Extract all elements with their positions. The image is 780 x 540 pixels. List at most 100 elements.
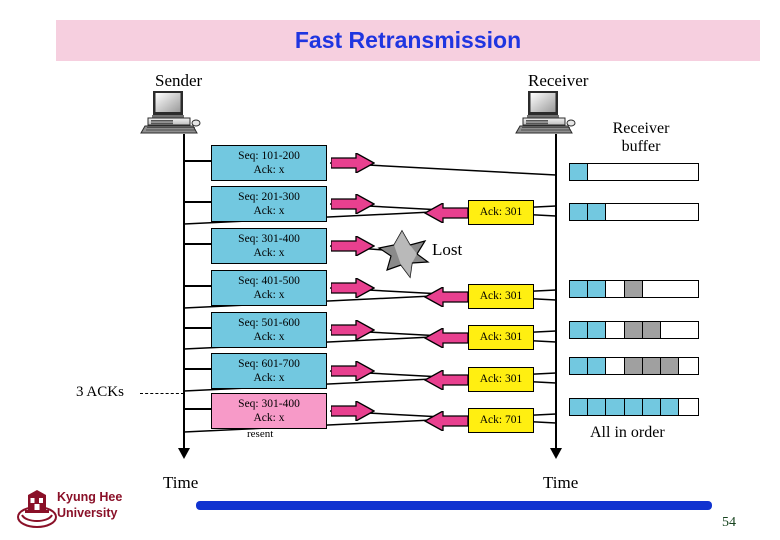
segment-box[interactable]: Seq: 501-600 Ack: x: [211, 312, 327, 348]
data-arrow-right-icon: [331, 236, 375, 256]
buffer-cell: [588, 204, 607, 220]
buffer-cell: [660, 281, 680, 297]
university-crest-icon: [17, 490, 57, 528]
buffer-cell: [642, 204, 661, 220]
ack-box[interactable]: Ack: 301: [468, 325, 534, 350]
ack-box[interactable]: Ack: 301: [468, 200, 534, 225]
buffer-cell: [679, 358, 698, 374]
buffer-cell: [588, 358, 607, 374]
buffer-cell: [606, 358, 625, 374]
segment-seq: Seq: 301-400: [238, 233, 300, 245]
buffer-cell: [624, 358, 643, 374]
data-arrow-right-icon: [331, 320, 375, 340]
buffer-cell: [570, 358, 589, 374]
buffer-cell: [606, 204, 625, 220]
sender-stub: [184, 285, 214, 287]
buffer-cell: [642, 164, 661, 180]
sender-stub: [184, 160, 214, 162]
data-arrow-right-icon: [331, 194, 375, 214]
sender-label: Sender: [155, 71, 203, 90]
buffer-cell: [570, 204, 589, 220]
sender-time-label: Time: [163, 473, 199, 492]
receiver-label: Receiver: [528, 71, 589, 90]
ack-arrow-left-icon: [424, 370, 468, 390]
buffer-cell: [606, 281, 625, 297]
ack-arrow-left-icon: [424, 328, 468, 348]
segment-box-resent[interactable]: Seq: 301-400 Ack: x: [211, 393, 327, 429]
page-title: Fast Retransmission: [294, 27, 522, 53]
receiver-timeline: [555, 134, 557, 450]
segment-box[interactable]: Seq: 101-200 Ack: x: [211, 145, 327, 181]
segment-box[interactable]: Seq: 401-500 Ack: x: [211, 270, 327, 306]
segment-ack: Ack: x: [253, 247, 285, 259]
buffer-cell: [588, 281, 607, 297]
segment-box[interactable]: Seq: 201-300 Ack: x: [211, 186, 327, 222]
segment-seq: Seq: 601-700: [238, 358, 300, 370]
buffer-cell: [642, 281, 661, 297]
segment-seq: Seq: 501-600: [238, 317, 300, 329]
buffer-cell: [588, 164, 607, 180]
buffer-cell: [660, 399, 680, 415]
sender-computer-icon: [140, 91, 201, 134]
sender-stub: [184, 201, 214, 203]
page-number: 54: [722, 515, 736, 530]
university-name-line1: Kyung Hee: [57, 490, 123, 504]
buffer-cell: [624, 164, 643, 180]
buffer-cell: [642, 399, 661, 415]
data-arrow-right-icon: [331, 153, 375, 173]
buffer-row: [569, 321, 699, 339]
buffer-row: [569, 203, 699, 221]
lost-label: Lost: [432, 240, 463, 259]
sender-stub: [184, 368, 214, 370]
buffer-cell: [660, 164, 680, 180]
ack-arrow-left-icon: [424, 411, 468, 431]
buffer-cell: [624, 399, 643, 415]
segment-ack: Ack: x: [253, 372, 285, 384]
ack-box[interactable]: Ack: 301: [468, 367, 534, 392]
segment-ack: Ack: x: [253, 205, 285, 217]
university-name-line2: University: [57, 506, 118, 520]
buffer-cell: [679, 204, 698, 220]
three-acks-dash-line: [140, 393, 184, 394]
receiver-buffer-title-line2: buffer: [621, 138, 661, 155]
buffer-cell: [570, 399, 589, 415]
footer-accent-bar: [196, 501, 712, 510]
all-in-order-label: All in order: [590, 424, 665, 441]
data-arrow-right-icon: [331, 278, 375, 298]
sender-timeline: [183, 134, 185, 450]
segment-ack: Ack: x: [253, 331, 285, 343]
segment-box[interactable]: Seq: 601-700 Ack: x: [211, 353, 327, 389]
buffer-cell: [660, 358, 680, 374]
data-arrow-right-icon: [331, 401, 375, 421]
buffer-cell: [679, 281, 698, 297]
ack-box[interactable]: Ack: 701: [468, 408, 534, 433]
receiver-buffer-title-line1: Receiver: [612, 120, 670, 137]
ack-arrow-left-icon: [424, 287, 468, 307]
buffer-row: [569, 163, 699, 181]
sender-timeline-arrowhead: [178, 448, 190, 459]
buffer-cell: [570, 322, 589, 338]
ack-box[interactable]: Ack: 301: [468, 284, 534, 309]
buffer-cell: [624, 204, 643, 220]
three-acks-label: 3 ACKs: [76, 384, 124, 400]
receiver-time-label: Time: [543, 473, 579, 492]
buffer-cell: [624, 322, 643, 338]
buffer-cell: [642, 358, 661, 374]
buffer-cell: [624, 281, 643, 297]
buffer-cell: [660, 322, 680, 338]
sender-stub: [184, 408, 214, 410]
buffer-row: [569, 280, 699, 298]
segment-seq: Seq: 401-500: [238, 275, 300, 287]
buffer-cell: [588, 322, 607, 338]
segment-box[interactable]: Seq: 301-400 Ack: x: [211, 228, 327, 264]
segment-ack: Ack: x: [253, 412, 285, 424]
segment-seq: Seq: 101-200: [238, 150, 300, 162]
buffer-cell: [570, 281, 589, 297]
buffer-cell: [642, 322, 661, 338]
segment-seq: Seq: 301-400: [238, 398, 300, 410]
segment-ack: Ack: x: [253, 164, 285, 176]
resent-label: resent: [247, 428, 274, 440]
data-arrow-right-icon: [331, 361, 375, 381]
buffer-cell: [679, 399, 698, 415]
